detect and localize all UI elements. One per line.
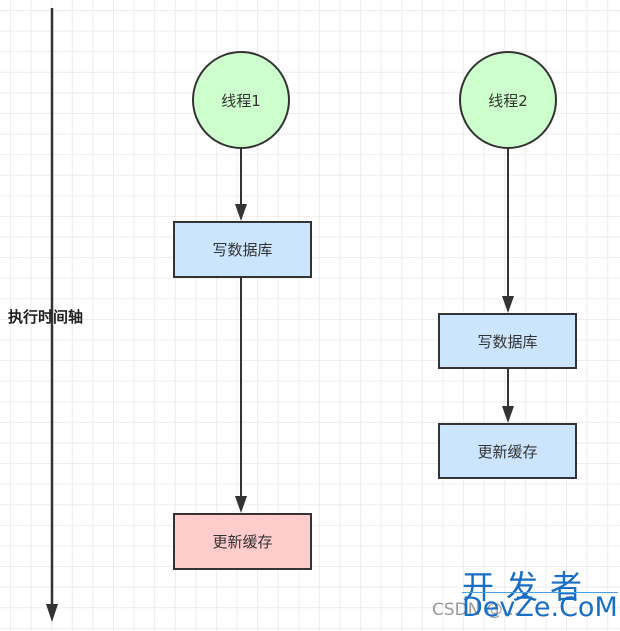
timeline-axis-label: 执行时间轴: [8, 308, 84, 326]
arrowhead-icon: [502, 406, 514, 423]
watermark-csdn: CSDN @...: [432, 600, 520, 620]
thread-1-write-db-box[interactable]: [173, 221, 312, 278]
thread-1-label: 线程1: [221, 91, 261, 110]
thread-1-update-cache-label: 更新缓存: [212, 533, 273, 551]
thread-2-write-db-label: 写数据库: [477, 332, 538, 351]
watermark-cn: 开发者: [462, 568, 595, 606]
watermark-en: DevZe.CoM: [462, 592, 618, 623]
thread-1-write-db-label: 写数据库: [212, 241, 273, 259]
arrowhead-icon: [235, 204, 247, 221]
thread-2-update-cache-label: 更新缓存: [477, 442, 538, 461]
thread-2-write-db-box[interactable]: [438, 313, 577, 369]
timeline-arrowhead-icon: [46, 604, 58, 622]
arrowhead-icon: [235, 496, 247, 513]
thread-2-update-cache-box[interactable]: [438, 423, 577, 479]
thread-1-update-cache-box[interactable]: [173, 513, 312, 570]
arrowhead-icon: [502, 296, 514, 313]
thread-2-label: 线程2: [488, 91, 528, 110]
